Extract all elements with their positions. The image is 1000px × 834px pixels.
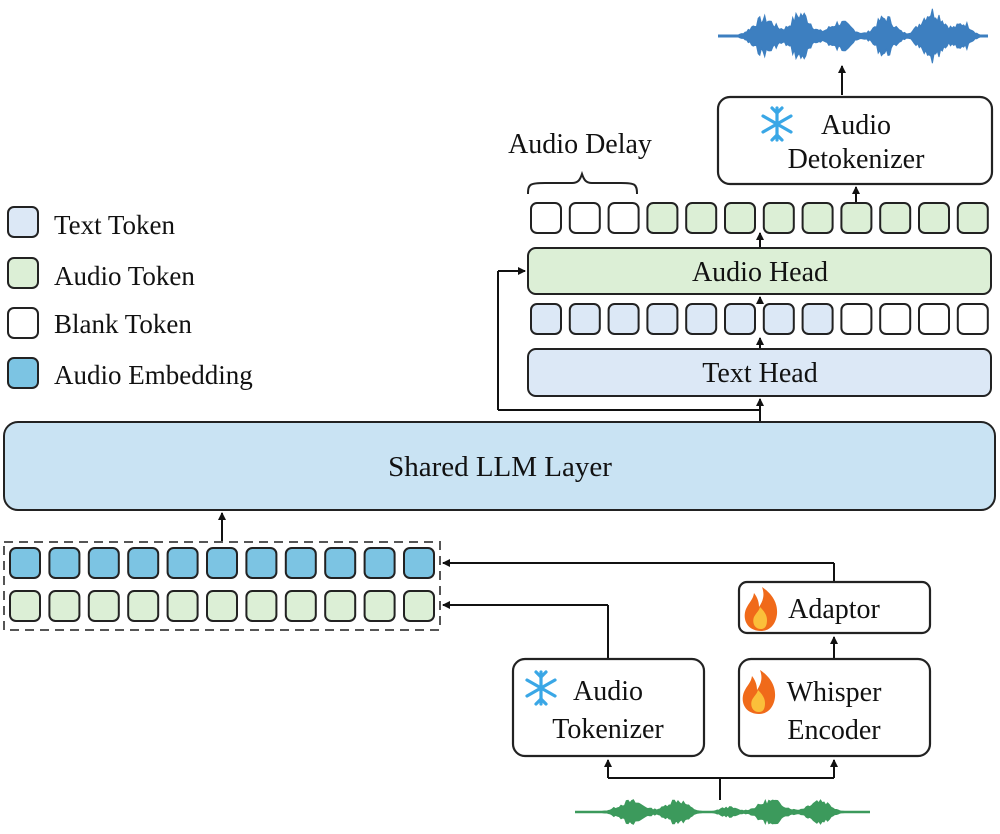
legend-item-blank-token: Blank Token [7, 307, 192, 339]
llm-output-connectors [497, 267, 764, 422]
adaptor-label: Adaptor [788, 594, 880, 625]
output-token-audio-10 [879, 202, 912, 234]
input-split-connectors [604, 759, 838, 800]
input-embedding-emb-8 [284, 547, 317, 579]
text-head-label: Text Head [702, 358, 817, 389]
input-token-group [3, 541, 441, 631]
input-audio-token-audio-6 [206, 590, 238, 622]
audio-token-input-row [9, 590, 435, 622]
output-token-blank-2 [568, 202, 601, 234]
audio-head-label: Audio Head [692, 257, 828, 288]
audio-embedding-input-row [9, 547, 435, 579]
output-token-audio-11 [918, 202, 950, 234]
input-embedding-emb-1 [9, 547, 41, 579]
text-token-text-4 [646, 303, 679, 335]
input-embedding-emb-4 [127, 547, 160, 579]
input-embedding-emb-11 [403, 547, 435, 579]
input-audio-token-audio-11 [403, 590, 435, 622]
output-token-audio-7 [762, 202, 795, 234]
output-token-audio-5 [685, 202, 718, 234]
output-token-blank-1 [530, 202, 562, 234]
audio-head-box: Audio Head [527, 247, 992, 295]
audio-delay-annotation: Audio Delay [508, 129, 652, 195]
audio-delay-label: Audio Delay [508, 129, 652, 160]
input-audio-token-audio-2 [48, 590, 81, 622]
input-embedding-emb-3 [87, 547, 120, 579]
output-token-blank-3 [607, 202, 640, 234]
input-embedding-emb-9 [324, 547, 357, 579]
text-token-blank-11 [918, 303, 950, 335]
legend-item-audio-token: Audio Token [7, 257, 195, 291]
whisper-encoder-box: Whisper Encoder [737, 657, 932, 758]
audio-detokenizer-label-line2: Detokenizer [788, 144, 925, 175]
text-token-text-2 [568, 303, 601, 335]
audio-output-token-row [530, 202, 989, 234]
legend-label-blank-token: Blank Token [54, 309, 192, 339]
whisper-encoder-label-line1: Whisper [787, 677, 883, 708]
shared-llm-layer-box: Shared LLM Layer [3, 421, 996, 511]
text-token-blank-10 [879, 303, 912, 335]
legend: Text Token Audio Token Blank Token Audio… [7, 206, 253, 390]
input-audio-token-audio-3 [87, 590, 120, 622]
audio-tokenizer-box: Audio Tokenizer [511, 657, 706, 758]
text-token-text-7 [762, 303, 795, 335]
input-audio-token-audio-10 [363, 590, 396, 622]
fire-icon [742, 670, 776, 714]
adaptor-box: Adaptor [737, 580, 932, 635]
text-token-text-5 [685, 303, 718, 335]
legend-label-text-token: Text Token [54, 210, 175, 240]
audio-detokenizer-box: Audio Detokenizer [716, 95, 994, 186]
snowflake-icon [761, 106, 793, 142]
snowflake-icon [525, 670, 557, 706]
text-token-text-8 [801, 303, 834, 335]
output-token-audio-6 [724, 202, 756, 234]
legend-item-audio-embedding: Audio Embedding [7, 357, 253, 390]
output-token-audio-9 [840, 202, 873, 234]
input-audio-token-audio-1 [9, 590, 41, 622]
shared-llm-layer-label: Shared LLM Layer [388, 451, 612, 483]
input-audio-token-audio-4 [127, 590, 160, 622]
output-token-audio-12 [956, 202, 989, 234]
whisper-encoder-label-line2: Encoder [787, 715, 881, 746]
input-embedding-emb-7 [245, 547, 278, 579]
input-audio-token-audio-9 [324, 590, 357, 622]
output-token-audio-8 [801, 202, 834, 234]
input-audio-token-audio-5 [166, 590, 199, 622]
fire-icon [744, 587, 778, 631]
text-token-text-3 [607, 303, 640, 335]
input-embedding-emb-5 [166, 547, 199, 579]
input-connectors [442, 559, 835, 658]
text-token-blank-9 [840, 303, 873, 335]
legend-label-audio-token: Audio Token [54, 261, 195, 291]
text-token-text-1 [530, 303, 562, 335]
audio-tokenizer-label-line2: Tokenizer [552, 714, 664, 745]
audio-tokenizer-label-line1: Audio [573, 676, 643, 707]
input-embedding-emb-2 [48, 547, 81, 579]
input-waveform [575, 798, 870, 826]
text-output-token-row [530, 303, 989, 335]
input-audio-token-audio-8 [284, 590, 317, 622]
input-embedding-emb-10 [363, 547, 396, 579]
text-token-text-6 [724, 303, 756, 335]
input-audio-token-audio-7 [245, 590, 278, 622]
legend-label-audio-embedding: Audio Embedding [54, 360, 253, 390]
text-token-blank-12 [956, 303, 989, 335]
input-embedding-emb-6 [206, 547, 238, 579]
text-head-box: Text Head [527, 348, 992, 397]
output-token-audio-4 [646, 202, 679, 234]
legend-item-text-token: Text Token [7, 206, 175, 240]
output-waveform [718, 8, 988, 64]
audio-detokenizer-label-line1: Audio [821, 110, 891, 141]
